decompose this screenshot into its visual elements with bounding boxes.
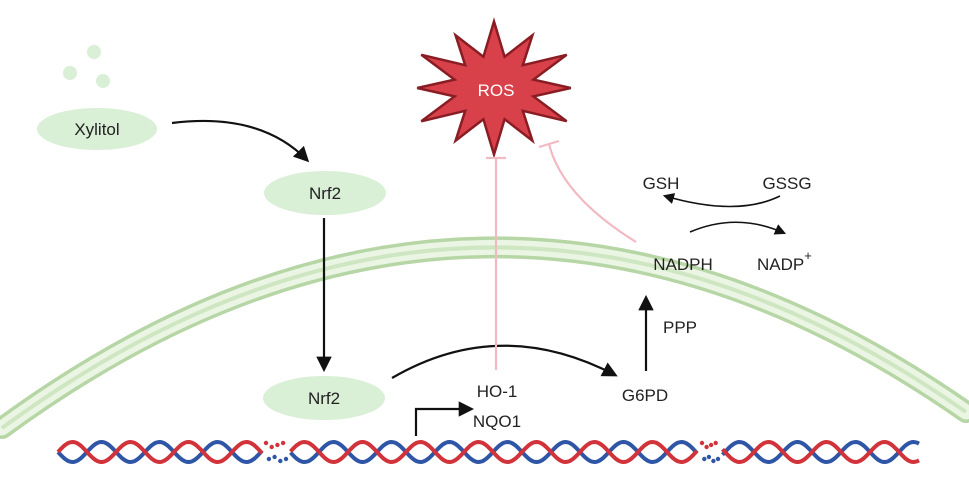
nadph-label: NADPH bbox=[653, 255, 713, 274]
inhibition-lines bbox=[486, 139, 637, 370]
dna-break-dot bbox=[263, 440, 269, 446]
dna-break-dot bbox=[704, 444, 709, 450]
dna-break-dot bbox=[269, 444, 274, 450]
dna-break-dot bbox=[713, 440, 718, 446]
nadp-charge: + bbox=[804, 248, 812, 263]
activation-arrows bbox=[171, 119, 787, 436]
dna-break-dot bbox=[275, 442, 280, 448]
xylitol-to-nrf2-arrow bbox=[171, 119, 310, 163]
dna-break-dot bbox=[715, 456, 721, 462]
dna-break-dot bbox=[283, 456, 289, 462]
ros-star-node: ROS bbox=[416, 17, 572, 159]
ho1-label: HO-1 bbox=[477, 382, 518, 401]
gssg-to-gsh-arrow bbox=[662, 193, 781, 208]
nrf2-cytoplasm-label: Nrf2 bbox=[309, 184, 341, 203]
nadph-inhibits-ros-line bbox=[547, 143, 637, 243]
dna-strand bbox=[56, 439, 920, 465]
transcription-start-arrow bbox=[414, 401, 475, 436]
nadp-text: NADP bbox=[757, 255, 804, 274]
dna-break-dot bbox=[702, 456, 707, 462]
nadph-to-nadp-arrow bbox=[689, 221, 787, 235]
dna-break-dot bbox=[278, 458, 283, 464]
xylitol-molecule-dots bbox=[63, 45, 110, 88]
nrf2-cytoplasm-node: Nrf2 bbox=[264, 171, 386, 215]
gssg-label: GSSG bbox=[762, 174, 811, 193]
dna-break-dot bbox=[266, 456, 272, 462]
nadph-inhibition-bar bbox=[538, 139, 560, 149]
ppp-label: PPP bbox=[663, 318, 697, 337]
dna-break-dot bbox=[708, 442, 714, 448]
nadp-label: NADP+ bbox=[757, 248, 812, 274]
xylitol-node: Xylitol bbox=[37, 108, 157, 150]
dna-break-dot bbox=[711, 458, 716, 464]
dna-break-dot bbox=[272, 454, 277, 460]
gsh-label: GSH bbox=[643, 174, 680, 193]
dna-break-dot bbox=[280, 440, 286, 446]
dna-double-helix bbox=[56, 439, 920, 465]
nqo1-label: NQO1 bbox=[473, 412, 521, 431]
dna-break-dot bbox=[699, 440, 705, 446]
xylitol-label: Xylitol bbox=[74, 120, 119, 139]
nrf2-nucleus-node: Nrf2 bbox=[263, 376, 385, 420]
g6pd-label: G6PD bbox=[622, 386, 668, 405]
nuclear-membrane bbox=[0, 236, 969, 439]
ros-label: ROS bbox=[478, 81, 515, 100]
dna-break-dot bbox=[706, 454, 712, 460]
nrf2-to-g6pd-arrow bbox=[391, 344, 618, 379]
nrf2-nucleus-label: Nrf2 bbox=[308, 389, 340, 408]
